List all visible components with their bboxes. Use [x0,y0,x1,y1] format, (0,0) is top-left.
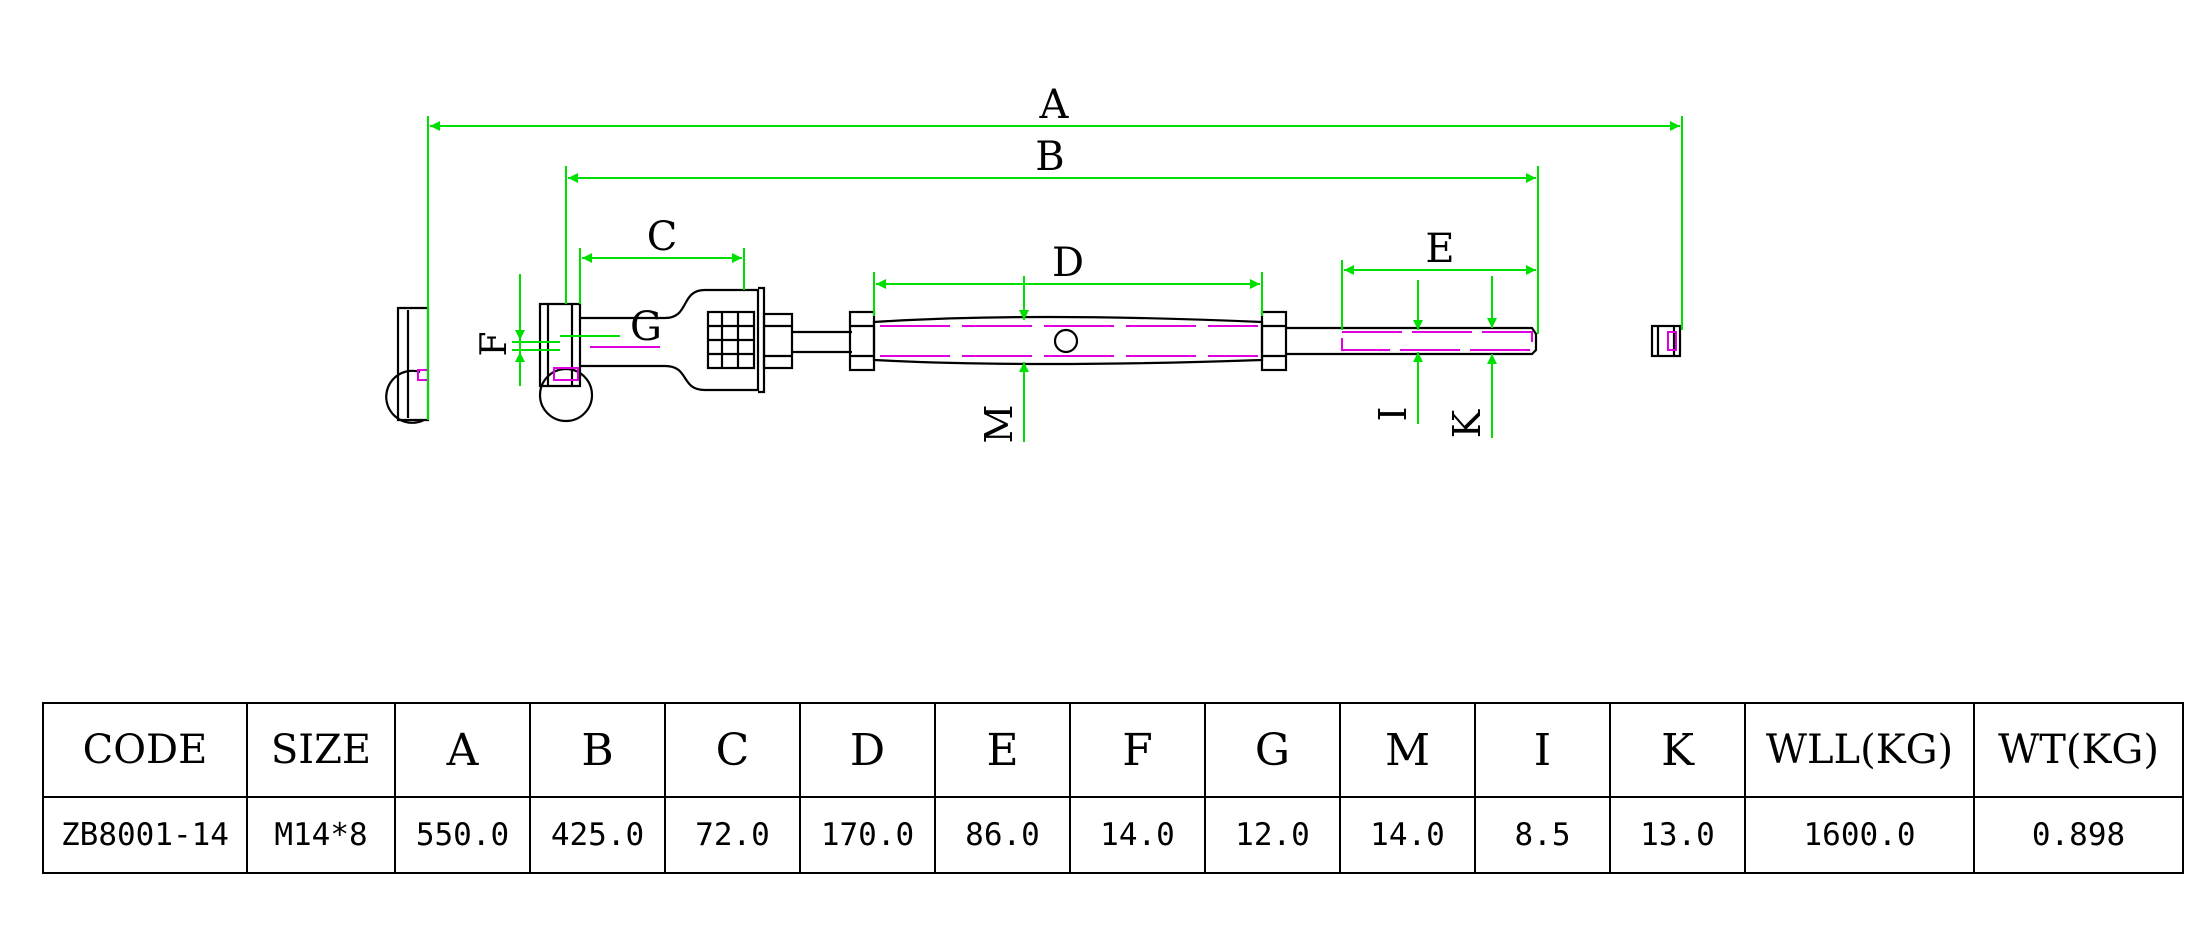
table-header-row: CODE SIZE A B C D E F G M I K WLL(KG) WT… [42,702,2184,798]
header-a: A [394,702,531,798]
dim-label-C: C [647,214,678,260]
header-m: M [1339,702,1476,798]
dim-label-M: M [977,405,1021,444]
body-hex-left [848,310,876,372]
header-d: D [799,702,936,798]
dim-label-B: B [1035,134,1064,180]
header-size: SIZE [246,702,396,798]
header-i: I [1474,702,1611,798]
cell-e: 86.0 [934,796,1071,874]
header-g: G [1204,702,1341,798]
body-hex-right [1260,310,1288,372]
dimension-labels: A B C D E G F M I K [474,82,1489,443]
body-hole [1053,328,1079,354]
dim-label-I: I [1371,406,1415,421]
cell-i: 8.5 [1474,796,1611,874]
cell-d: 170.0 [799,796,936,874]
side-view-jaw [396,306,430,422]
dim-label-A: A [1039,82,1070,128]
dim-label-E: E [1425,226,1454,272]
side-view-pin-ring [385,369,425,424]
cell-b: 425.0 [529,796,666,874]
cell-k: 13.0 [1609,796,1746,874]
jaw-body [580,288,760,392]
cell-a: 550.0 [394,796,531,874]
part-outline [385,286,1682,424]
header-b: B [529,702,666,798]
jaw-pin-ring [538,367,594,423]
cell-f: 14.0 [1069,796,1206,874]
cell-wll: 1600.0 [1744,796,1975,874]
header-wt: WT(KG) [1973,702,2184,798]
header-c: C [664,702,801,798]
table-row: ZB8001-14 M14*8 550.0 425.0 72.0 170.0 8… [42,796,2184,874]
cell-m: 14.0 [1339,796,1476,874]
dim-label-D: D [1052,240,1084,286]
cell-size: M14*8 [246,796,396,874]
header-wll: WLL(KG) [1744,702,1975,798]
dim-label-G: G [630,304,662,350]
header-k: K [1609,702,1746,798]
dim-label-K: K [1445,409,1489,438]
lock-nut-left [762,312,794,370]
dimension-lines [427,116,1683,442]
hidden-lines [417,325,1677,381]
turnbuckle-drawing: A B C D E G F M I K [385,82,1683,443]
header-e: E [934,702,1071,798]
cell-g: 12.0 [1204,796,1341,874]
spec-table: CODE SIZE A B C D E F G M I K WLL(KG) WT… [42,702,2184,874]
cell-code: ZB8001-14 [42,796,248,874]
dim-label-F: F [474,332,515,357]
cell-c: 72.0 [664,796,801,874]
header-f: F [1069,702,1206,798]
end-cap [1650,324,1682,358]
cell-wt: 0.898 [1973,796,2184,874]
header-code: CODE [42,702,248,798]
jaw-fork [538,302,582,388]
